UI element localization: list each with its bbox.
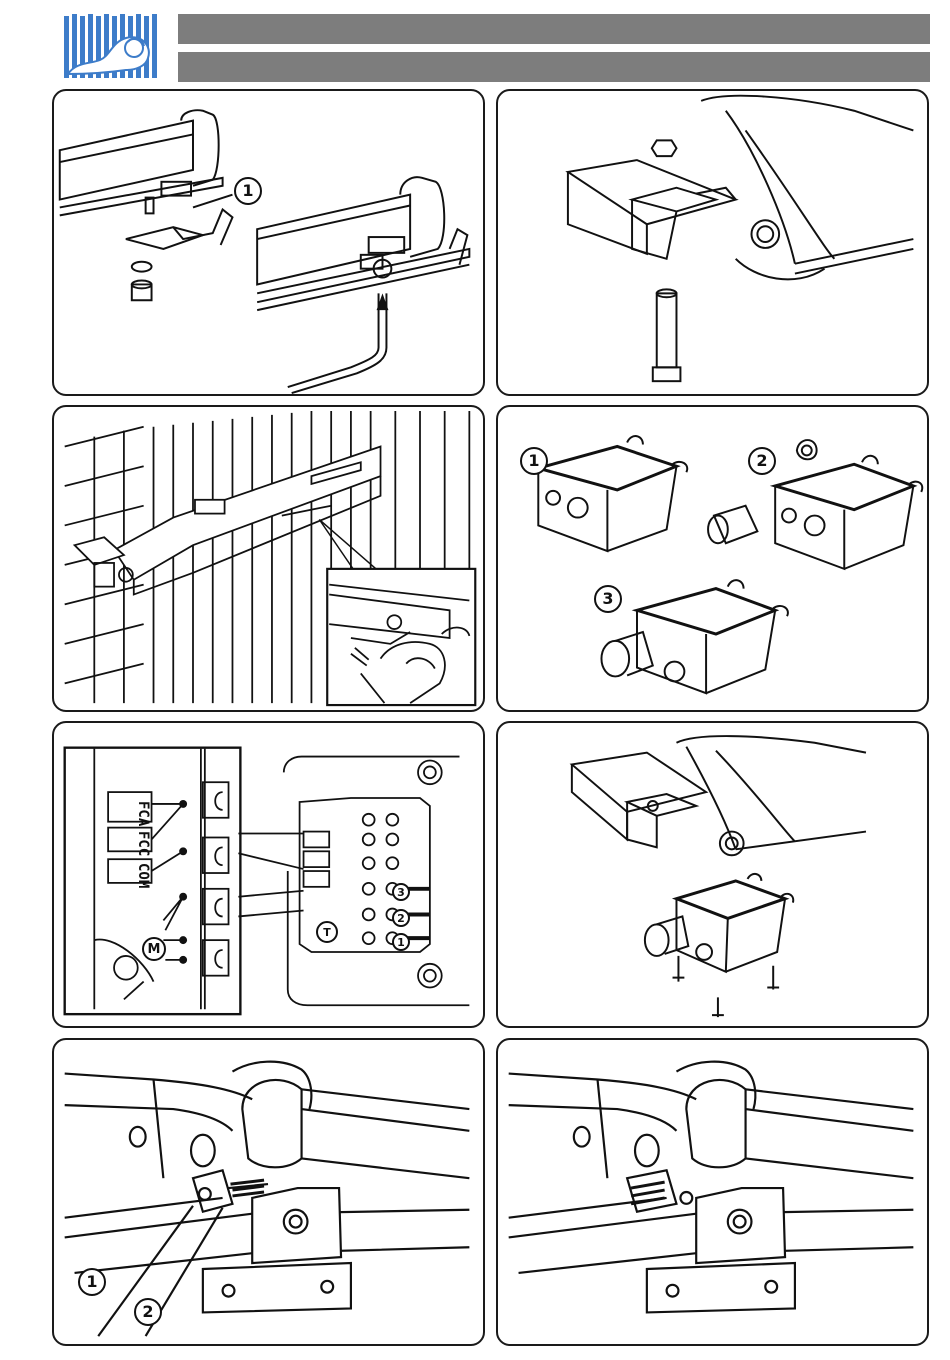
panel-release-detail: 1 2 <box>52 1038 485 1346</box>
label-t: T <box>316 921 338 943</box>
panel-box-mounting <box>496 721 929 1028</box>
panel-release-engaged <box>496 1038 929 1346</box>
gate-install-illustration <box>54 407 483 710</box>
callout-1: 1 <box>234 177 262 205</box>
callout-2: 2 <box>748 447 776 475</box>
motor-label-m: M <box>142 937 166 961</box>
terminal-label-fcc: FCC <box>136 831 150 856</box>
callout-1: 1 <box>520 447 548 475</box>
junction-boxes-illustration <box>498 407 927 710</box>
header-bar-top <box>178 14 930 44</box>
bracket-assembly-illustration <box>498 91 927 394</box>
callout-1: 1 <box>78 1268 106 1296</box>
mount-pin-illustration <box>54 91 483 394</box>
terminal-2: 2 <box>392 909 410 927</box>
panel-junction-boxes: 1 2 3 <box>496 405 929 712</box>
terminal-3: 3 <box>392 883 410 901</box>
header-bar-bottom <box>178 52 930 82</box>
callout-3: 3 <box>594 585 622 613</box>
release-engaged-illustration <box>498 1040 927 1344</box>
panel-gate-install <box>52 405 485 712</box>
callout-2: 2 <box>134 1298 162 1326</box>
box-mounting-illustration <box>498 723 927 1026</box>
terminal-label-com: COM <box>136 863 150 888</box>
terminal-label-fca: FCA <box>136 801 150 826</box>
lion-gate-logo-icon <box>62 12 158 82</box>
release-detail-illustration <box>54 1040 483 1344</box>
panel-mount-pin: 1 <box>52 89 485 396</box>
panel-bracket-assembly <box>496 89 929 396</box>
panel-wiring-diagram: FCA FCC COM M T 3 2 1 <box>52 721 485 1028</box>
wiring-diagram-illustration <box>54 723 483 1026</box>
terminal-1: 1 <box>392 933 410 951</box>
